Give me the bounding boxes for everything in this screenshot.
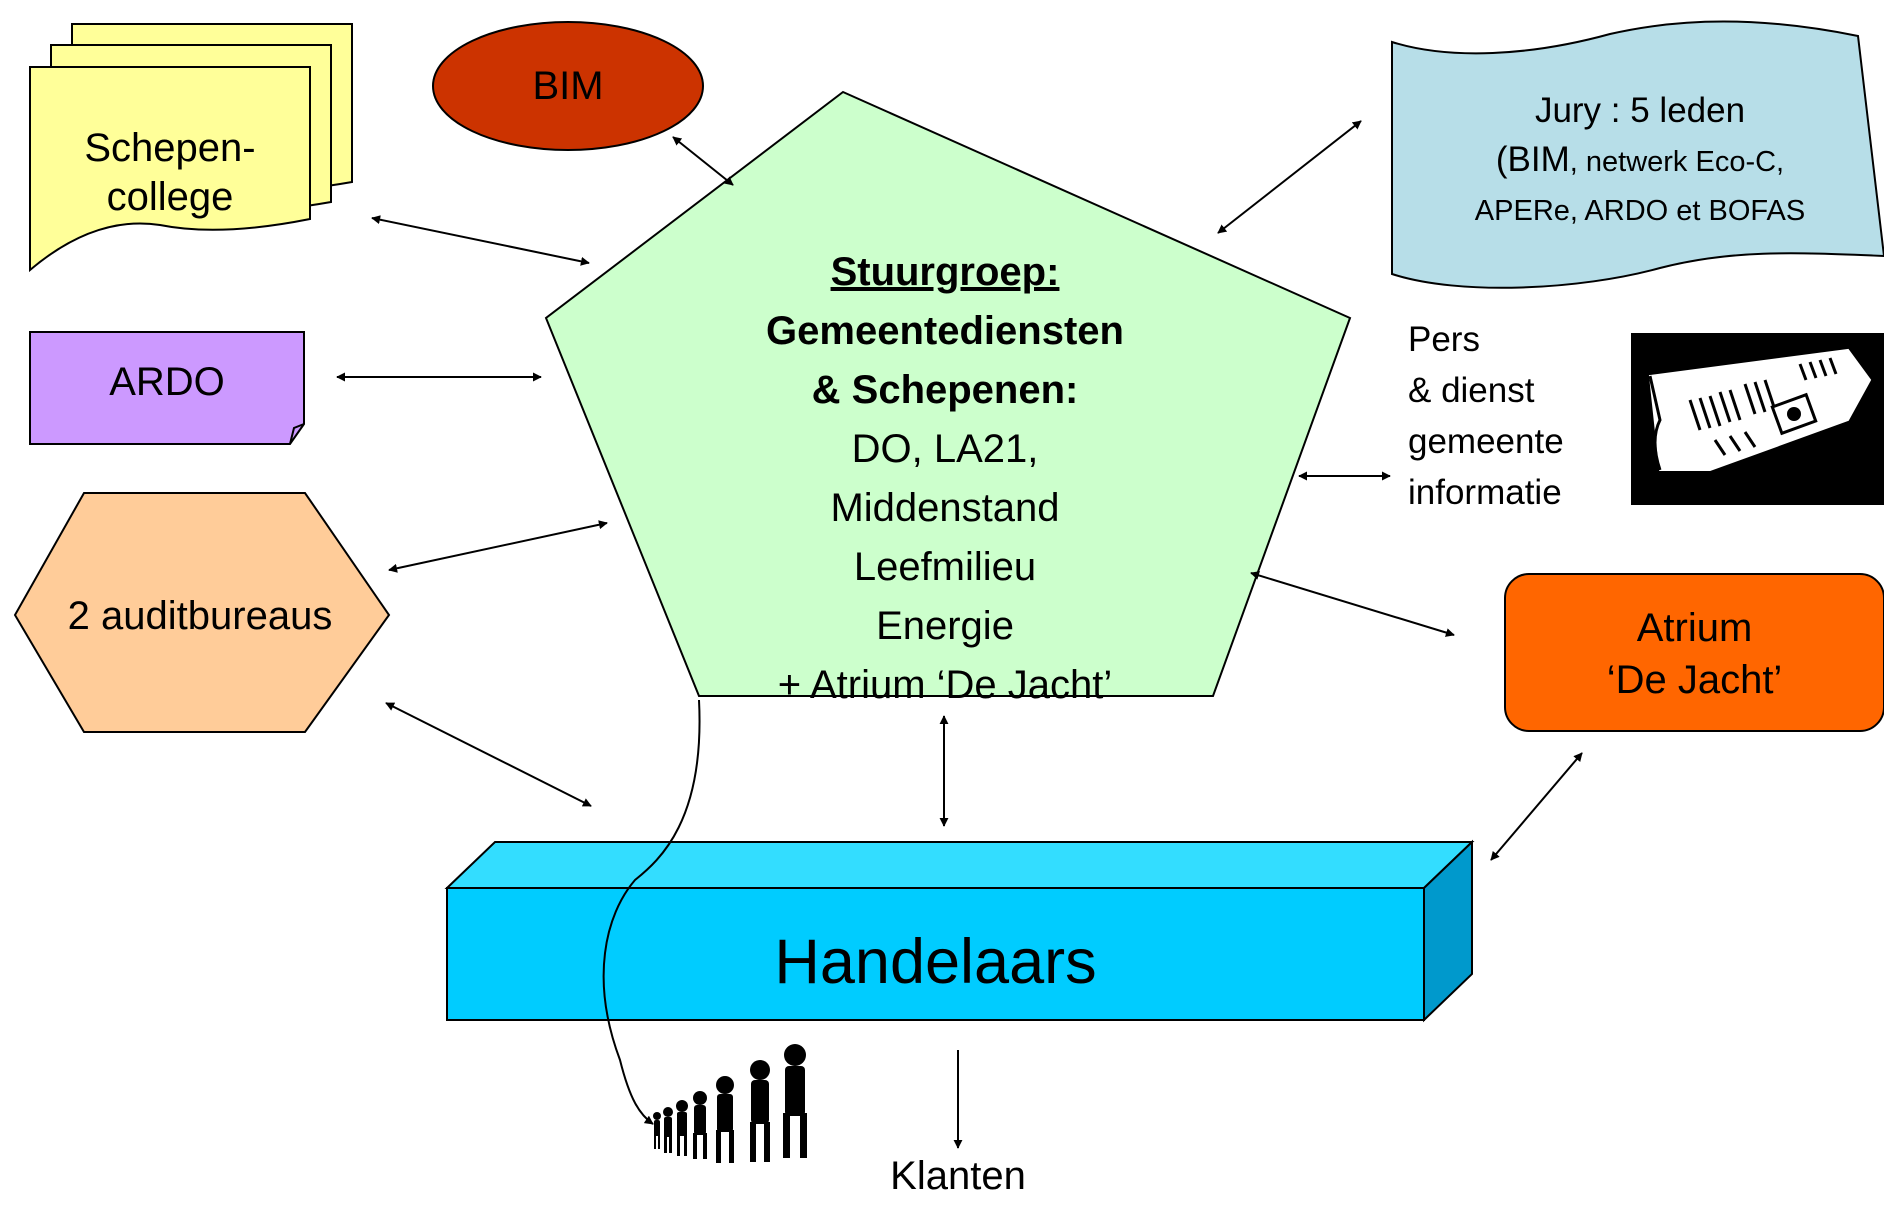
schepencollege-shape	[29, 23, 353, 273]
arrow-atrium-handelaars	[1490, 752, 1583, 861]
klanten-label: Klanten	[890, 1154, 1026, 1198]
stuurgroep-subtitle-1: Gemeentediensten	[766, 309, 1124, 353]
arrow-schepencollege-stuurgroep	[371, 215, 590, 266]
arrow-audit-handelaars	[385, 702, 592, 807]
jury-text: Jury : 5 leden (BIM, netwerk Eco-C, APER…	[1405, 86, 1875, 236]
stuurgroep-line: DO, LA21,	[851, 427, 1039, 471]
atrium-label: Atrium ‘De Jacht’	[1606, 606, 1783, 702]
stuurgroep-line: Leefmilieu	[853, 545, 1037, 589]
ardo-label: ARDO	[109, 360, 225, 404]
stuurgroep-text: Stuurgroep: Gemeentediensten & Schepenen…	[645, 243, 1245, 715]
arrow-audit-stuurgroep	[388, 520, 608, 573]
handelaars-label: Handelaars	[774, 927, 1097, 997]
arrow-jury-stuurgroep	[1217, 120, 1362, 234]
stuurgroep-line: Middenstand	[830, 486, 1060, 530]
jury-line-2: (BIM, netwerk Eco-C,	[1495, 140, 1785, 179]
ardo-shape	[29, 331, 305, 445]
people-queue-icon	[653, 1044, 807, 1163]
pers-text: Pers & dienst gemeente informatie	[1408, 320, 1564, 512]
newspaper-icon	[1631, 333, 1884, 505]
auditbureaus-hexagon	[13, 492, 391, 733]
schepencollege-label: Schepen- college	[84, 126, 256, 219]
arrow-stuurgroep-atrium	[1250, 571, 1455, 637]
stuurgroep-line: + Atrium ‘De Jacht’	[777, 663, 1113, 707]
auditbureaus-label: 2 auditbureaus	[67, 594, 333, 638]
stuurgroep-title: Stuurgroep:	[830, 250, 1060, 294]
bim-label: BIM	[532, 64, 604, 108]
jury-line-1: Jury : 5 leden	[1534, 91, 1746, 130]
handelaars-bar	[444, 839, 1475, 1023]
jury-line-3: APERe, ARDO et BOFAS	[1474, 195, 1806, 227]
bim-ellipse	[432, 21, 704, 151]
stuurgroep-line: Energie	[876, 604, 1014, 648]
stuurgroep-subtitle-2: & Schepenen:	[811, 368, 1079, 412]
stuurgroep-pentagon	[544, 90, 1352, 697]
curve-stuurgroep-klanten	[602, 699, 701, 1125]
arrow-bim-stuurgroep	[672, 136, 734, 186]
atrium-box	[1504, 573, 1884, 732]
